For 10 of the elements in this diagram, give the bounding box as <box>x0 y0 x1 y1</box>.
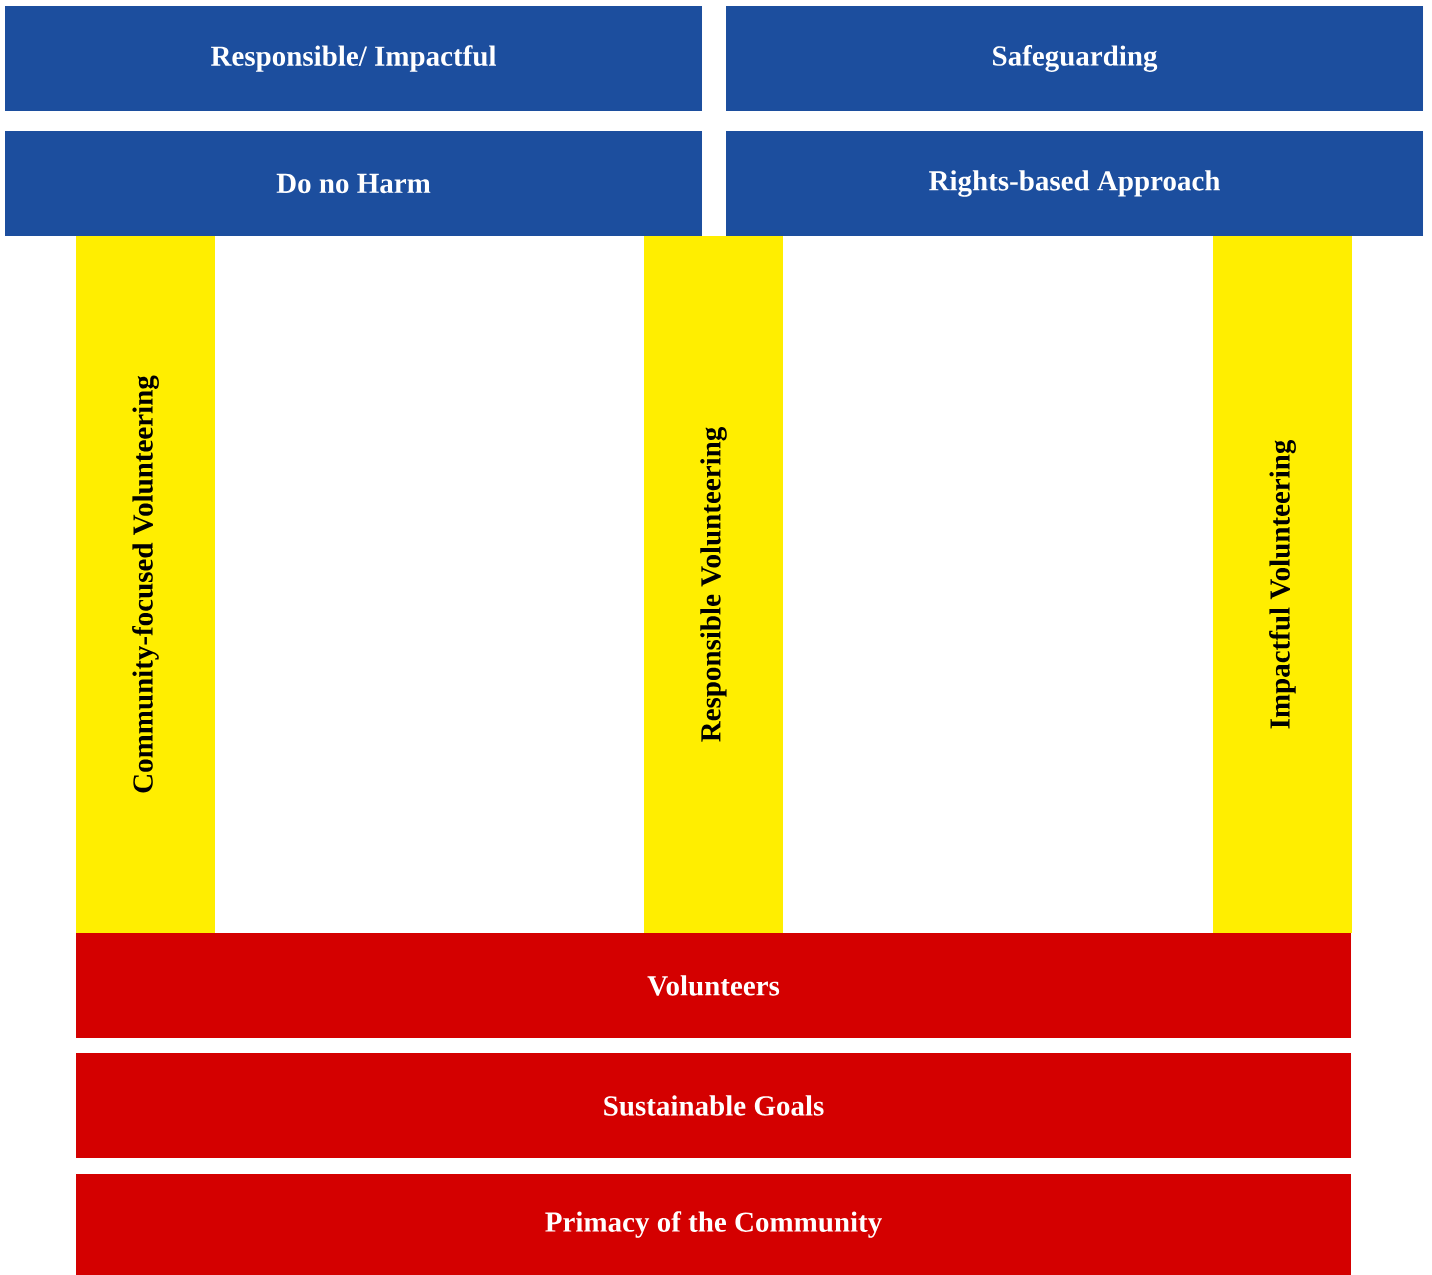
roof-band: Do no Harm <box>5 131 702 236</box>
roof-band: Rights-based Approach <box>726 131 1423 236</box>
pillar: Community-focused Volunteering <box>76 236 215 933</box>
foundation-band: Volunteers <box>76 933 1351 1038</box>
foundation-band: Sustainable Goals <box>76 1053 1351 1158</box>
roof-band: Safeguarding <box>726 6 1423 111</box>
pillar: Impactful Volunteering <box>1213 236 1352 933</box>
pillar: Responsible Volunteering <box>644 236 783 933</box>
foundation-band: Primacy of the Community <box>76 1174 1351 1275</box>
roof-band: Responsible/ Impactful <box>5 6 702 111</box>
